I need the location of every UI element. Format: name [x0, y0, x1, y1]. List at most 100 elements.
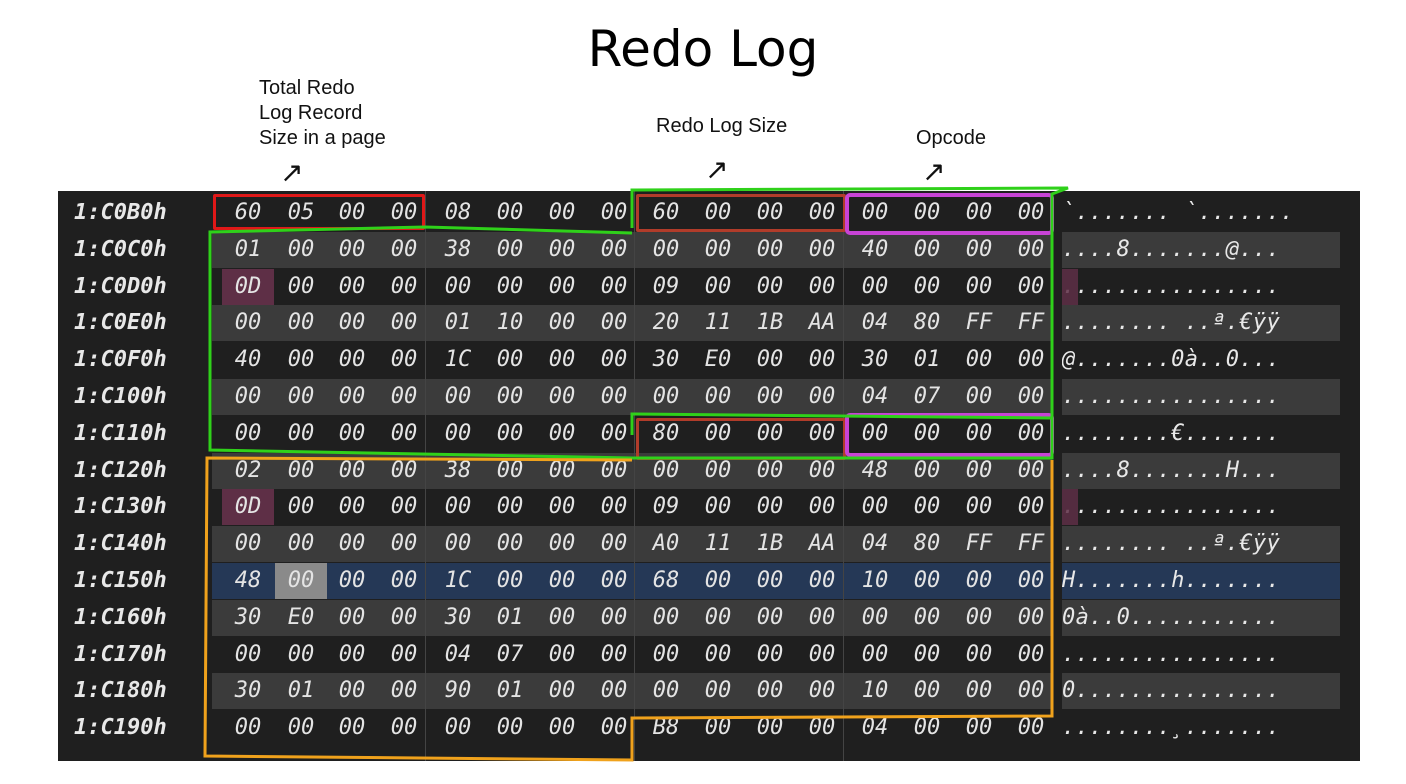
hex-byte[interactable]: 00	[390, 715, 418, 741]
hex-byte[interactable]: 1C	[444, 568, 472, 593]
hex-byte[interactable]: 00	[965, 200, 993, 225]
hex-byte[interactable]: 00	[808, 641, 836, 667]
hex-byte[interactable]: 09	[652, 273, 680, 299]
hex-byte[interactable]: 02	[234, 457, 262, 483]
hex-byte[interactable]: 00	[548, 310, 576, 336]
hex-byte[interactable]: 0D	[222, 489, 274, 526]
hex-byte[interactable]: 60	[234, 200, 262, 225]
hex-byte[interactable]: 48	[861, 457, 889, 483]
hex-byte[interactable]: 00	[548, 420, 576, 446]
hex-byte[interactable]: 00	[913, 641, 941, 667]
ascii-text[interactable]: 0à..0...........	[1062, 604, 1281, 630]
hex-byte[interactable]: 00	[234, 641, 262, 667]
hex-byte[interactable]: 00	[338, 531, 366, 557]
hex-byte[interactable]: 00	[808, 494, 836, 520]
hex-byte[interactable]: 00	[965, 568, 993, 593]
hex-byte[interactable]: 00	[1017, 273, 1045, 299]
hex-byte[interactable]: 00	[287, 236, 315, 262]
hex-byte[interactable]: 00	[390, 531, 418, 557]
hex-byte[interactable]: 00	[390, 420, 418, 446]
ascii-text[interactable]: 0...............	[1062, 678, 1281, 704]
hex-byte[interactable]: 00	[287, 641, 315, 667]
hex-byte[interactable]: 00	[808, 273, 836, 299]
hex-byte[interactable]: 00	[1017, 347, 1045, 373]
hex-byte[interactable]: 00	[496, 273, 524, 299]
hex-byte[interactable]: 00	[390, 273, 418, 299]
hex-byte[interactable]: 00	[808, 457, 836, 483]
hex-byte[interactable]: 30	[861, 347, 889, 373]
hex-byte[interactable]: 04	[861, 384, 889, 409]
hex-byte[interactable]: 20	[652, 310, 680, 336]
hex-byte[interactable]: 00	[704, 715, 732, 741]
hex-byte[interactable]: 00	[1017, 384, 1045, 409]
hex-byte[interactable]: 00	[444, 494, 472, 520]
hex-byte[interactable]: 00	[600, 384, 628, 409]
hex-byte[interactable]: 07	[496, 641, 524, 667]
hex-byte[interactable]: 00	[338, 715, 366, 741]
hex-byte[interactable]: 40	[234, 347, 262, 373]
hex-byte[interactable]: 00	[287, 531, 315, 557]
hex-byte[interactable]: 00	[496, 200, 524, 225]
hex-byte[interactable]: 00	[808, 200, 836, 225]
ascii-text[interactable]: ................	[1062, 273, 1281, 299]
hex-byte[interactable]: 00	[704, 568, 732, 593]
hex-byte[interactable]: 00	[287, 347, 315, 373]
hex-byte[interactable]: 30	[652, 347, 680, 373]
hex-byte[interactable]: 01	[496, 678, 524, 704]
hex-byte[interactable]: 00	[390, 568, 418, 593]
hex-byte[interactable]: 00	[390, 384, 418, 409]
hex-byte[interactable]: 00	[548, 236, 576, 262]
hex-byte[interactable]: 00	[965, 494, 993, 520]
hex-byte[interactable]: 00	[652, 457, 680, 483]
hex-byte[interactable]: 00	[756, 678, 784, 704]
hex-byte[interactable]: 01	[444, 310, 472, 336]
ascii-text[interactable]: ........€.......	[1062, 420, 1281, 446]
hex-byte[interactable]: 00	[234, 531, 262, 557]
hex-byte[interactable]: 00	[548, 641, 576, 667]
hex-byte[interactable]: 09	[652, 494, 680, 520]
hex-byte[interactable]: 00	[913, 273, 941, 299]
hex-byte[interactable]: 00	[704, 678, 732, 704]
hex-byte[interactable]: 00	[287, 715, 315, 741]
hex-byte[interactable]: 00	[338, 200, 366, 225]
hex-byte[interactable]: 00	[808, 715, 836, 741]
hex-byte[interactable]: 00	[1017, 568, 1045, 593]
hex-byte[interactable]: 10	[861, 568, 889, 593]
hex-byte[interactable]: 00	[600, 715, 628, 741]
hex-byte[interactable]: 00	[338, 604, 366, 630]
hex-byte[interactable]: 00	[965, 420, 993, 446]
hex-byte[interactable]: 00	[390, 641, 418, 667]
hex-byte[interactable]: 00	[1017, 457, 1045, 483]
hex-byte[interactable]: 01	[496, 604, 524, 630]
hex-byte[interactable]: 00	[756, 604, 784, 630]
ascii-text[interactable]: @.......0à..0...	[1062, 347, 1281, 373]
hex-byte[interactable]: 00	[704, 236, 732, 262]
hex-byte[interactable]: 04	[444, 641, 472, 667]
hex-byte[interactable]: 00	[756, 494, 784, 520]
hex-byte[interactable]: 00	[338, 494, 366, 520]
hex-byte[interactable]: 90	[444, 678, 472, 704]
hex-byte[interactable]: 0D	[222, 268, 274, 305]
hex-byte[interactable]: 00	[808, 236, 836, 262]
hex-byte[interactable]: 00	[287, 420, 315, 446]
hex-byte[interactable]: 00	[390, 678, 418, 704]
hex-byte[interactable]: 00	[548, 531, 576, 557]
hex-byte[interactable]: AA	[808, 310, 836, 336]
hex-byte[interactable]: 00	[965, 384, 993, 409]
hex-byte[interactable]: 00	[1017, 420, 1045, 446]
hex-byte[interactable]: 00	[275, 563, 327, 599]
hex-byte[interactable]: 00	[496, 715, 524, 741]
hex-byte[interactable]: 00	[338, 310, 366, 336]
hex-byte[interactable]: 00	[287, 273, 315, 299]
hex-byte[interactable]: 60	[652, 200, 680, 225]
hex-byte[interactable]: 00	[913, 200, 941, 225]
hex-byte[interactable]: 00	[548, 457, 576, 483]
hex-byte[interactable]: 00	[600, 310, 628, 336]
hex-byte[interactable]: 30	[234, 678, 262, 704]
hex-byte[interactable]: 00	[444, 273, 472, 299]
hex-byte[interactable]: 00	[704, 200, 732, 225]
hex-byte[interactable]: 00	[861, 200, 889, 225]
hex-byte[interactable]: 00	[338, 641, 366, 667]
hex-byte[interactable]: 00	[861, 420, 889, 446]
hex-byte[interactable]: 00	[600, 494, 628, 520]
